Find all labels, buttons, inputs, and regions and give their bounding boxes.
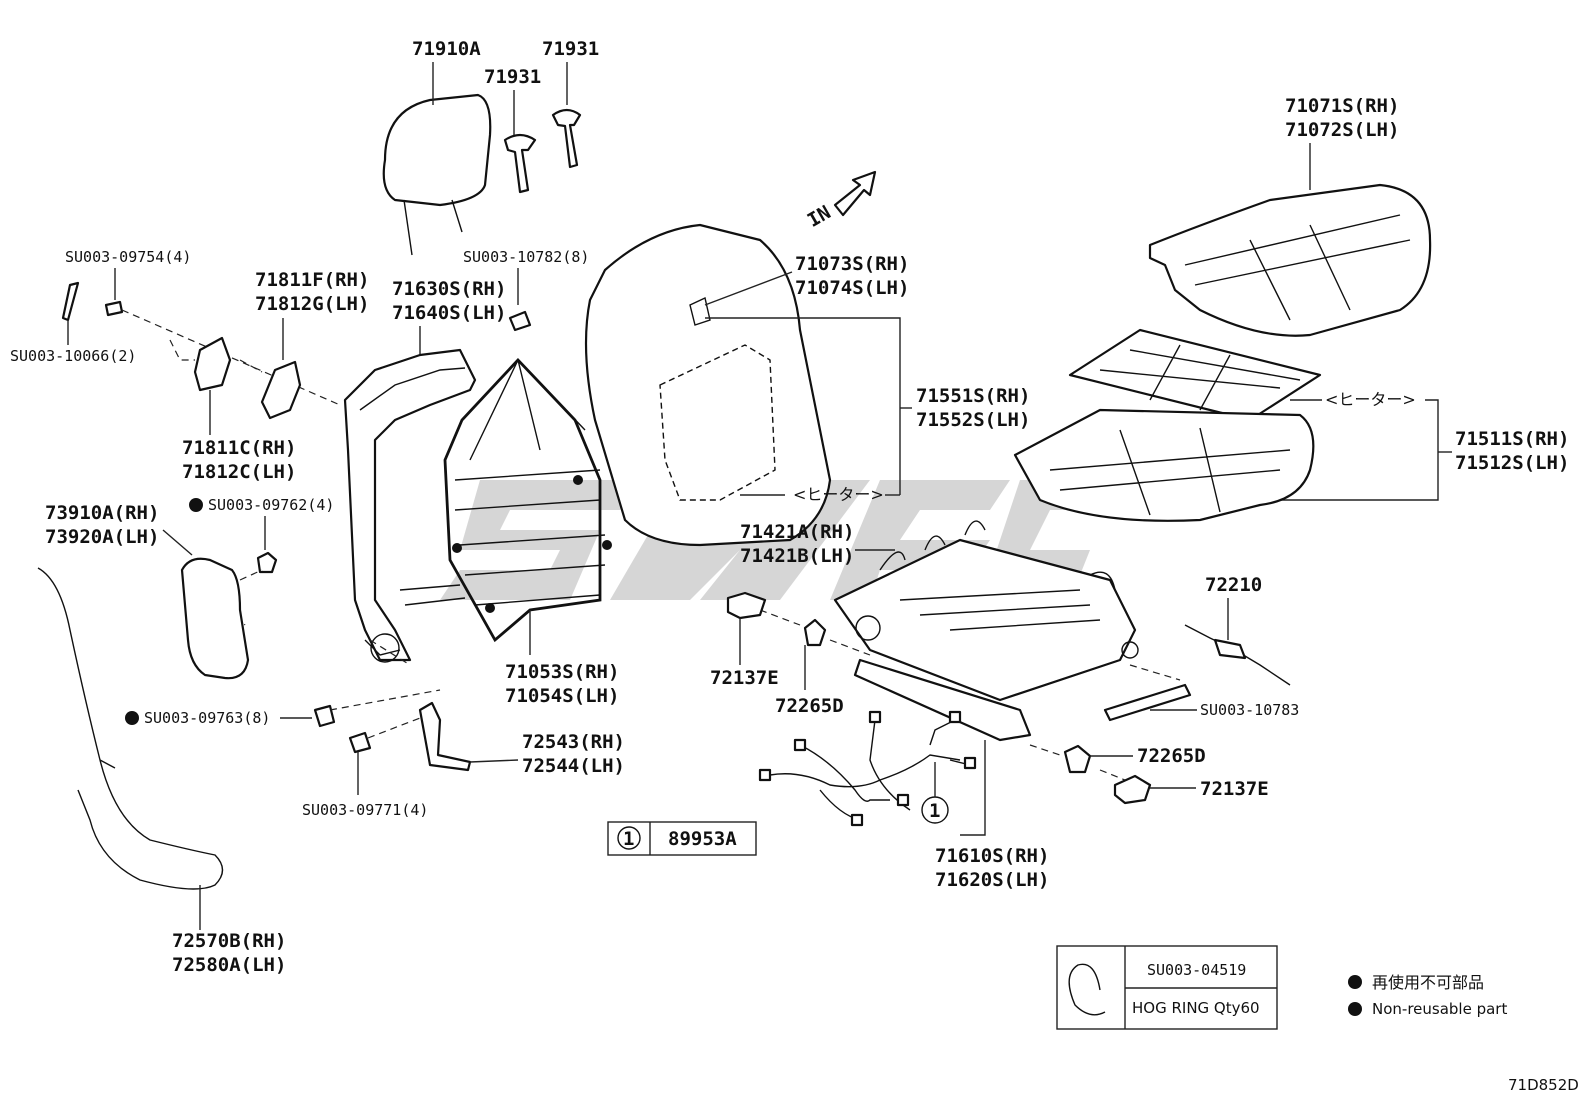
label-cushion-cover-rh: 71071S(RH) [1285,95,1399,117]
label-back-cover-rh: 71073S(RH) [795,253,909,275]
label-back-cover-lh: 71074S(LH) [795,277,909,299]
headrest-guide-b[interactable] [551,108,582,169]
cushion-heater-part[interactable] [1068,328,1322,422]
cushion-clip-part[interactable] [1103,683,1192,722]
label-trim-lower-lh: 71812C(LH) [182,461,296,483]
label-bracket-rear: 72265D [1137,745,1206,767]
trim-cover-lower-part[interactable] [193,336,232,392]
label-back-frame-lh: 71640S(LH) [392,302,506,324]
label-trim-lower-rh: 71811C(RH) [182,437,296,459]
label-back-pad-lh: 71552S(LH) [916,409,1030,431]
cushion-cover-part[interactable] [1148,183,1432,337]
label-nut-sub: SU003-09762(4) [208,496,334,514]
label-headrest: 71910A [412,38,481,60]
hog-ring-box [1056,945,1278,1030]
label-back-pad-rh: 71551S(RH) [916,385,1030,407]
label-heater-back: <ヒーター> [793,485,884,504]
label-cover-front: 72137E [710,667,779,689]
label-side-shield-rh: 73910A(RH) [45,502,159,524]
back-cover-part[interactable] [584,223,832,547]
label-cushion-spring-rh: 71421A(RH) [740,521,854,543]
label-cable-right: 72210 [1205,574,1262,596]
label-bolt-bottom: SU003-09771(4) [302,801,428,819]
wire-harness-part[interactable] [758,710,977,827]
wire-ref-box [607,821,757,856]
back-spring-part[interactable] [443,357,612,643]
label-cushion-pad-rh: 71511S(RH) [1455,428,1569,450]
label-guide-b: 71931 [542,38,599,60]
label-back-frame-rh: 71630S(RH) [392,278,506,300]
label-cover-rear: 72137E [1200,778,1269,800]
back-frame-part[interactable] [343,348,477,663]
legend [1348,975,1362,1016]
label-cushion-cover-lh: 71072S(LH) [1285,119,1399,141]
label-direction: IN [804,201,835,231]
label-bolt-sub: SU003-09763(8) [144,709,270,727]
bracket-rear-part[interactable] [1063,744,1092,774]
bolt-sub-part[interactable] [313,704,336,728]
bracket-front-part[interactable] [803,618,827,647]
side-shield-part[interactable] [180,557,250,680]
diagram-code: 71D852D [1508,1076,1579,1094]
legend-en: Non-reusable part [1372,1000,1507,1018]
label-ref-box-part: 89953A [668,828,737,850]
bolt-bottom-part[interactable] [348,731,372,754]
label-adjuster-lh: 71620S(LH) [935,869,1049,891]
headrest[interactable] [382,93,492,256]
cable-right-part[interactable] [1184,624,1291,686]
label-screw-top: SU003-09754(4) [65,248,191,266]
label-pin-left: SU003-10066(2) [10,347,136,365]
nut-part[interactable] [256,551,278,574]
bracket-recline-part[interactable] [418,701,472,772]
cable-left-part[interactable] [37,567,224,890]
label-heater-cushion: <ヒーター> [1325,390,1416,409]
legend-jp: 再使用不可部品 [1372,973,1484,992]
cover-rear-part[interactable] [1113,774,1152,805]
label-cable-left-rh: 72570B(RH) [172,930,286,952]
cover-front-part[interactable] [726,591,767,620]
label-cushion-spring-lh: 71421B(LH) [740,545,854,567]
label-back-spring-lh: 71054S(LH) [505,685,619,707]
label-hog-ring-part: SU003-04519 [1147,961,1246,979]
label-hog-ring-desc: HOG RING Qty60 [1132,999,1260,1017]
label-bracket-recline-lh: 72544(LH) [522,755,625,777]
clip-top-part[interactable] [508,310,532,332]
label-side-shield-lh: 73920A(LH) [45,526,159,548]
headrest-guide-a[interactable] [503,133,537,194]
label-cushion-pad-lh: 71512S(LH) [1455,452,1569,474]
label-headrest-holder-rh: 71811F(RH) [255,269,369,291]
label-headrest-holder-lh: 71812G(LH) [255,293,369,315]
label-clip-top: SU003-10782(8) [463,248,589,266]
label-adjuster-rh: 71610S(RH) [935,845,1049,867]
label-back-spring-rh: 71053S(RH) [505,661,619,683]
label-bracket-front: 72265D [775,695,844,717]
headrest-holder-part[interactable] [260,360,302,420]
nonreusable-dot-nut [189,498,203,512]
screw-top-part[interactable] [104,300,124,317]
adjuster-part[interactable] [833,520,1139,742]
nonreusable-dot-bolt [125,711,139,725]
cushion-pad-part[interactable] [1013,408,1315,522]
label-wire-ref-num: 1 [929,800,940,822]
label-ref-box-num: 1 [623,828,634,850]
direction-arrow [833,170,877,217]
pin-left-part[interactable] [61,281,80,322]
label-guide-a: 71931 [484,66,541,88]
label-cushion-clip: SU003-10783 [1200,701,1299,719]
label-cable-left-lh: 72580A(LH) [172,954,286,976]
label-bracket-recline-rh: 72543(RH) [522,731,625,753]
